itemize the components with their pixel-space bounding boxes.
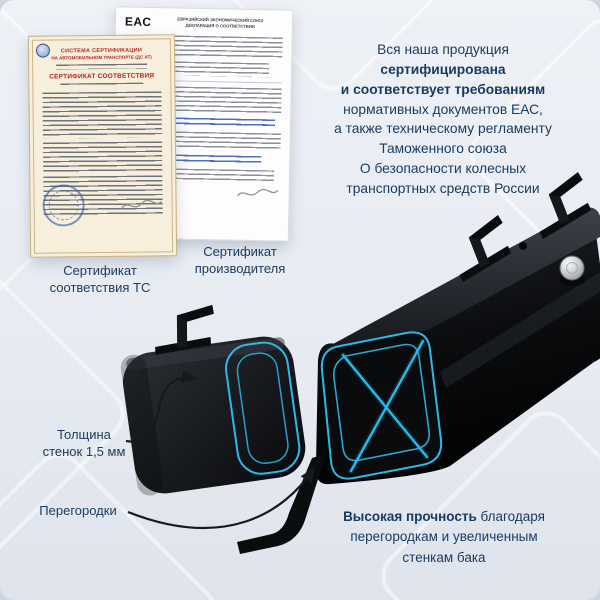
baffles-arrow-icon: [127, 467, 315, 529]
tank-cut-face: [320, 331, 443, 480]
signature-area: [122, 183, 280, 202]
certification-text-line: и соответствует требованиям: [340, 81, 546, 97]
cert-text-lines: [43, 141, 163, 173]
certification-text-line: нормативных документов ЕАС,: [343, 101, 543, 117]
strength-text-bold: Высокая прочность: [343, 509, 477, 524]
cert-man-subheader: ДЕКЛАРАЦИЯ О СООТВЕТСТВИИ: [185, 22, 255, 30]
cert-man-label: Сертификат производителя: [194, 244, 286, 276]
wall-thickness-arrow-icon: [125, 369, 198, 443]
cert-ts-title: СЕРТИФИКАТ СООТВЕТСТВИЯ: [49, 72, 155, 81]
certification-text: Вся наша продукция сертифицирована и соо…: [298, 40, 588, 199]
certification-text-line: Таможенного союза: [379, 141, 507, 157]
cert-ts-subheader: НА АВТОМОБИЛЬНОМ ТРАНСПОРТЕ (ДС АТ): [51, 54, 152, 61]
eac-mark: ЕАС: [124, 14, 152, 30]
certificate-manufacturer: ЕАС ЕВРАЗИЙСКИЙ ЭКОНОМИЧЕСКИЙ СОЮЗ ДЕКЛА…: [110, 6, 294, 242]
vent-fitting: [519, 242, 527, 250]
fuel-cap: [559, 255, 585, 286]
signature-icon: [237, 188, 279, 196]
certification-text-line: транспортных средств России: [346, 181, 540, 197]
certification-text-line: Вся наша продукция: [377, 42, 509, 57]
cert-text-lines: [56, 63, 147, 70]
certification-text-line: сертифицирована: [380, 61, 506, 77]
certification-text-line: О безопасности колесных: [359, 161, 527, 177]
baffle-lines: [340, 338, 430, 474]
strength-text: Высокая прочность благодаря перегородкам…: [343, 509, 545, 565]
cert-ts-label: Сертификат соответствия ТС: [49, 263, 151, 295]
cert-text-lines: [42, 91, 162, 139]
signature-icon: [120, 196, 164, 219]
tank-end-piece: [120, 304, 306, 496]
certification-text-line: а также техническому регламенту: [334, 121, 552, 137]
certificate-emblem-icon: [35, 43, 51, 58]
certificate-ts: СИСТЕМА СЕРТИФИКАЦИИ НА АВТОМОБИЛЬНОМ ТР…: [27, 34, 178, 258]
cert-number-line: [60, 82, 144, 87]
wall-thickness-label: Толщина стенок 1,5 мм: [42, 427, 126, 459]
baffles-label: Перегородки: [39, 503, 117, 518]
